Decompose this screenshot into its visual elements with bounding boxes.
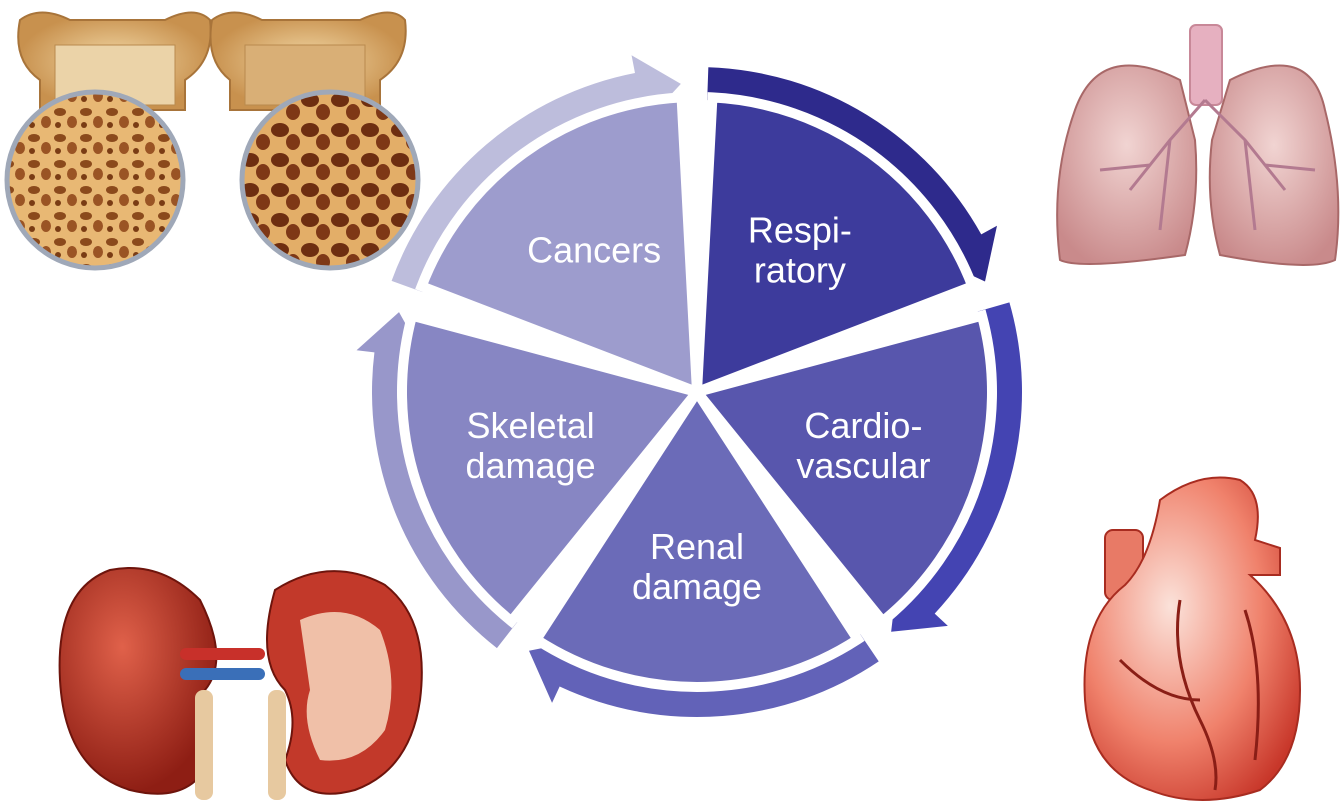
segment-label-cardiovascular: Cardio-vascular	[796, 405, 930, 486]
segment-label-line: Skeletal	[467, 405, 595, 446]
segment-label-line: damage	[466, 445, 596, 486]
vertebrae-bone-density-illustration	[7, 13, 418, 269]
segment-label-cancers: Cancers	[527, 229, 661, 270]
segment-label-line: Cardio-	[804, 405, 922, 446]
segment-label-respiratory: Respi-ratory	[748, 209, 852, 290]
segment-label-line: damage	[632, 566, 762, 607]
segment-label-line: Respi-	[748, 209, 852, 250]
segment-label-line: vascular	[796, 445, 930, 486]
kidneys-illustration	[60, 568, 422, 800]
lungs-illustration	[1057, 25, 1338, 265]
segment-label-line: ratory	[754, 249, 846, 290]
heart-illustration	[1085, 478, 1301, 801]
segment-label-line: Cancers	[527, 229, 661, 270]
segment-label-line: Renal	[650, 526, 744, 567]
